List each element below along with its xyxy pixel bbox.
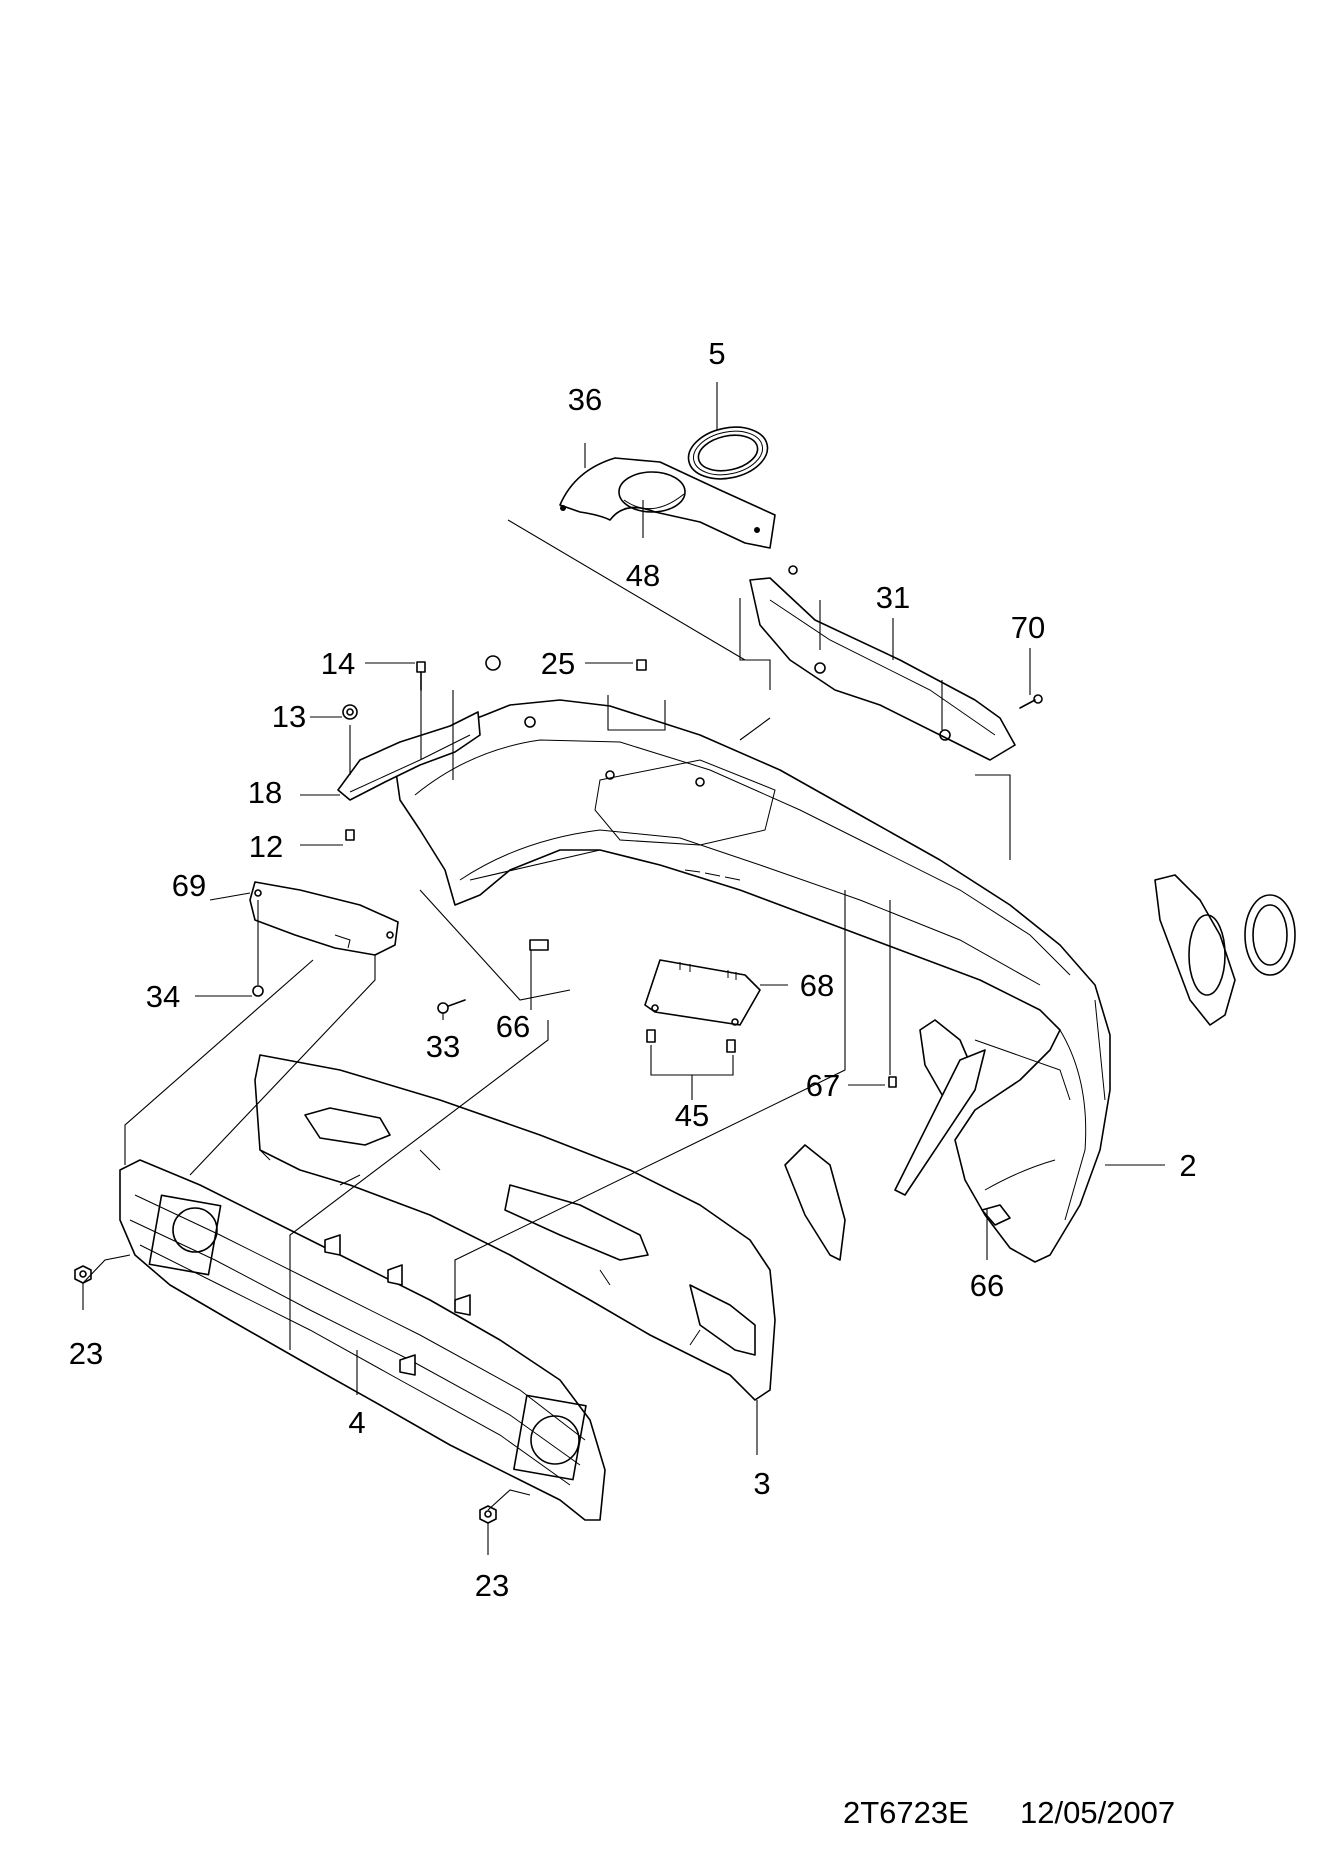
callout-14: 14 bbox=[321, 646, 355, 681]
part-68-bracket bbox=[644, 959, 761, 1026]
callout-23-right: 23 bbox=[475, 1568, 509, 1603]
part-36-upper-bracket bbox=[559, 457, 776, 549]
drawing-date: 12/05/2007 bbox=[1020, 1795, 1175, 1830]
callout-36: 36 bbox=[568, 382, 602, 417]
part-23-nut-left bbox=[74, 1265, 92, 1284]
callout-70: 70 bbox=[1011, 610, 1045, 645]
callout-68: 68 bbox=[800, 968, 834, 1003]
part-69-plate bbox=[249, 881, 399, 956]
callout-2: 2 bbox=[1179, 1148, 1196, 1183]
callout-66-center: 66 bbox=[496, 1009, 530, 1044]
callout-23-left: 23 bbox=[69, 1336, 103, 1371]
part-3-energy-absorber bbox=[254, 1054, 776, 1401]
callout-45: 45 bbox=[675, 1098, 709, 1133]
callout-18: 18 bbox=[248, 775, 282, 810]
callout-3: 3 bbox=[753, 1466, 770, 1501]
side-bracket-with-ring bbox=[1154, 874, 1296, 1026]
part-34-screw bbox=[252, 985, 264, 997]
callout-69: 69 bbox=[172, 868, 206, 903]
callout-12: 12 bbox=[249, 829, 283, 864]
callout-67: 67 bbox=[806, 1068, 840, 1103]
callout-25: 25 bbox=[541, 646, 575, 681]
part-31-reinforcement bbox=[749, 565, 1016, 761]
part-33-screw bbox=[437, 999, 466, 1014]
callout-31: 31 bbox=[876, 580, 910, 615]
callout-labels: 5 36 48 31 70 14 25 13 18 12 69 34 33 66… bbox=[69, 336, 1197, 1603]
part-45-screws bbox=[646, 1029, 736, 1053]
part-13-nut bbox=[342, 704, 358, 720]
callout-33: 33 bbox=[426, 1029, 460, 1064]
part-67-screw bbox=[888, 1076, 897, 1088]
callout-5: 5 bbox=[708, 336, 725, 371]
part-12-screw bbox=[345, 829, 355, 841]
part-25-clip bbox=[636, 659, 647, 671]
part-23-nut-right bbox=[479, 1505, 497, 1524]
callout-34: 34 bbox=[146, 979, 180, 1014]
nut-top-left bbox=[485, 655, 501, 671]
callout-66-right: 66 bbox=[970, 1268, 1004, 1303]
drawing-footer: 2T6723E 12/05/2007 bbox=[843, 1795, 1175, 1830]
part-66-clip-center bbox=[529, 939, 549, 951]
drawing-id: 2T6723E bbox=[843, 1795, 969, 1830]
part-14-screw bbox=[416, 661, 426, 691]
side-trim-pieces bbox=[784, 1019, 986, 1261]
callout-4: 4 bbox=[348, 1405, 365, 1440]
part-5-trim-ring bbox=[687, 426, 769, 480]
part-4-lower-grille bbox=[119, 1159, 606, 1521]
callout-13: 13 bbox=[272, 699, 306, 734]
part-66-clip-right bbox=[981, 1204, 1011, 1226]
leader-lines bbox=[82, 382, 1165, 1555]
callout-48: 48 bbox=[626, 558, 660, 593]
part-70-screw bbox=[1019, 694, 1043, 709]
